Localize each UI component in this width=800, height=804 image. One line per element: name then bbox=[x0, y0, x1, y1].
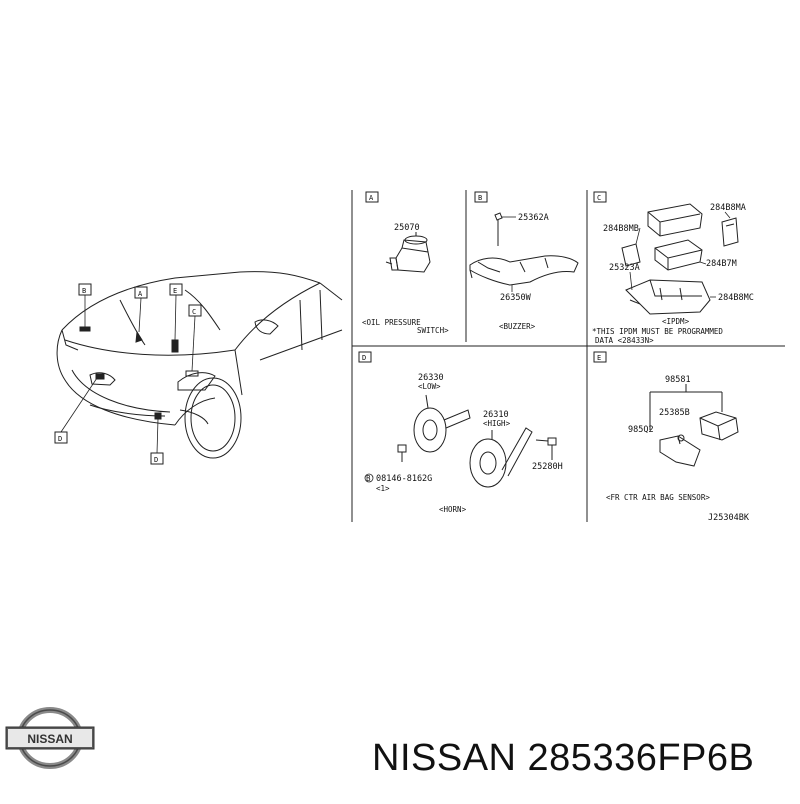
panel-letter-boxes bbox=[358, 191, 607, 363]
panel-c-part-284b8ma: 284B8MA bbox=[710, 203, 746, 213]
panel-d-part-08146-8162g: 08146-8162G bbox=[376, 474, 432, 484]
panel-c-part-284b8mb: 284B8MB bbox=[603, 224, 639, 234]
bolt-b-letter: B bbox=[366, 474, 371, 483]
car-callout-boxes bbox=[54, 283, 202, 465]
nissan-logo: NISSAN bbox=[5, 707, 95, 769]
panel-b-caption: <BUZZER> bbox=[499, 322, 536, 331]
panel-e-caption: <FR CTR AIR BAG SENSOR> bbox=[606, 493, 710, 502]
airbag-sensor-drawing bbox=[649, 384, 739, 467]
panel-d-part-26330: 26330 bbox=[418, 373, 444, 383]
panel-d-high-label: <HIGH> bbox=[483, 419, 511, 428]
horn-bolt-drawing bbox=[397, 437, 557, 462]
panel-c-letter: C bbox=[597, 194, 601, 202]
oil-pressure-switch-drawing bbox=[385, 232, 431, 273]
panel-c-note-line1: *THIS IPDM MUST BE PROGRAMMED bbox=[592, 327, 723, 336]
callout-b: B bbox=[82, 287, 86, 295]
ipdm-drawing bbox=[621, 203, 739, 315]
callout-d-left: D bbox=[58, 435, 62, 443]
callout-c: C bbox=[192, 308, 196, 316]
panel-a-letter: A bbox=[369, 194, 374, 202]
panel-d-bolt-qty: <1> bbox=[376, 484, 390, 493]
panel-d-part-26310: 26310 bbox=[483, 410, 509, 420]
panel-e-part-98581: 98581 bbox=[665, 375, 691, 385]
car-overview-illustration bbox=[56, 271, 343, 459]
drawing-code: J25304BK bbox=[708, 513, 750, 523]
callout-a: A bbox=[138, 290, 143, 298]
panel-c-caption: <IPDM> bbox=[662, 317, 690, 326]
panel-grid bbox=[351, 190, 785, 522]
part-number-title: NISSAN 285336FP6B bbox=[372, 737, 755, 779]
panel-b-letter: B bbox=[478, 194, 482, 202]
ipdm-leader-lines bbox=[629, 211, 731, 298]
panel-c-part-25323a: 25323A bbox=[609, 263, 640, 273]
panel-b-part-25362a: 25362A bbox=[518, 213, 549, 223]
panel-a-caption-line1: <OIL PRESSURE bbox=[362, 318, 421, 327]
panel-e-letter: E bbox=[597, 354, 601, 362]
callout-d-bottom: D bbox=[154, 456, 158, 464]
nissan-logo-text: NISSAN bbox=[27, 732, 72, 746]
panel-b-part-26350w: 26350W bbox=[500, 293, 532, 303]
bolt-b-circle-icon bbox=[364, 473, 374, 483]
panel-e-part-985q2: 985Q2 bbox=[628, 425, 654, 435]
panel-c-note-line2: DATA <28433N> bbox=[595, 336, 654, 345]
horn-low-drawing bbox=[413, 394, 471, 453]
panel-d-letter: D bbox=[362, 354, 366, 362]
panel-d-low-label: <LOW> bbox=[418, 382, 441, 391]
car-leader-lines bbox=[60, 294, 196, 454]
panel-d-part-25280h: 25280H bbox=[532, 462, 563, 472]
callout-e: E bbox=[173, 287, 177, 295]
panel-c-part-284b8mc: 284B8MC bbox=[718, 293, 754, 303]
buzzer-drawing bbox=[469, 212, 579, 286]
panel-c-part-284b7m: 284B7M bbox=[706, 259, 737, 269]
panel-a-part-25070: 25070 bbox=[394, 223, 420, 233]
horn-high-drawing bbox=[469, 427, 533, 488]
panel-d-caption: <HORN> bbox=[439, 505, 467, 514]
panel-a-caption-line2: SWITCH> bbox=[417, 326, 449, 335]
car-callout-letters: B A E C D D bbox=[58, 287, 196, 464]
panel-e-part-25385b: 25385B bbox=[659, 408, 690, 418]
